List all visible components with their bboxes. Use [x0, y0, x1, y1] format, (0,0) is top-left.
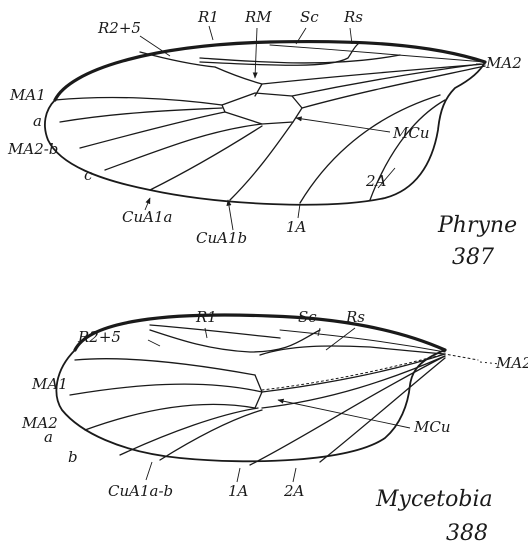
label-r1-2: R1 [195, 308, 217, 326]
vein-ma-upper [60, 108, 222, 122]
wing-diagram-mycetobia: R2+5 R1 Sc Rs MA2 MA1 MA2 a b MCu CuA1a-… [21, 308, 528, 546]
label-sc: Sc [300, 8, 319, 26]
label-ma2b: MA2-b [7, 140, 58, 158]
vein-2a-2 [320, 358, 445, 462]
leader-r1 [209, 26, 213, 40]
leader-sc-2 [318, 328, 320, 336]
label-sc-2: Sc [298, 308, 317, 326]
label-ma1-2: MA1 [31, 375, 68, 393]
leader-cua1b [228, 200, 233, 230]
vein-ma2b [105, 124, 262, 170]
label-rs: Rs [343, 8, 363, 26]
costal-margin [55, 42, 485, 100]
vein-r25 [140, 52, 215, 67]
label-c: c [84, 166, 93, 184]
label-ma1: MA1 [9, 86, 46, 104]
label-cua1a: CuA1a [122, 208, 172, 226]
caption-number-387: 387 [452, 245, 494, 270]
vein-mcu-2 [262, 356, 445, 408]
leader-cua-2 [146, 462, 152, 480]
label-ma2-tip: MA2 [485, 54, 522, 72]
label-b-2: b [68, 448, 78, 466]
caption-genus-phryne: Phryne [437, 213, 517, 238]
label-r25-2: R2+5 [77, 328, 121, 346]
vein-1a-2 [250, 356, 445, 465]
label-cua1b: CuA1b [196, 229, 247, 247]
label-1a: 1A [286, 218, 307, 236]
caption-number-388: 388 [446, 521, 488, 546]
label-rm: RM [244, 8, 272, 26]
label-a-2: a [44, 428, 53, 446]
label-a: a [33, 112, 42, 130]
leader-2a-2 [293, 468, 296, 482]
leader-1a [298, 204, 300, 218]
caption-genus-mycetobia: Mycetobia [375, 487, 493, 512]
label-r25: R2+5 [97, 19, 141, 37]
label-mcu: MCu [392, 124, 430, 142]
costal-margin-2 [75, 315, 445, 350]
leader-r25-2 [148, 340, 160, 346]
vein-ma1-2 [75, 359, 255, 375]
leader-rm [255, 28, 257, 78]
vein-b-2 [120, 408, 258, 455]
leader-1a-2 [237, 468, 240, 482]
leader-r1-2 [205, 328, 207, 338]
vein-r1 [200, 55, 400, 63]
label-ma2-tip-2: MA2 [495, 354, 528, 372]
vein-ma2-2 [70, 384, 262, 395]
vein-ma1 [55, 98, 222, 105]
label-rs-2: Rs [345, 308, 365, 326]
vein-cua-2 [160, 410, 262, 460]
vein-a-2 [85, 404, 255, 430]
label-mcu-2: MCu [413, 418, 451, 436]
label-2a-2: 2A [283, 482, 305, 500]
label-r1: R1 [197, 8, 219, 26]
cell-discal [222, 93, 302, 124]
label-2a: 2A [365, 172, 387, 190]
label-cua1ab-2: CuA1a-b [108, 482, 173, 500]
wing-diagram-phryne: R2+5 R1 RM Sc Rs MA2 MA1 a MA2-b c MCu 2… [7, 8, 522, 270]
vein-cua1b [230, 122, 293, 200]
vein-ma2a [80, 112, 225, 148]
vein-rm [255, 84, 262, 96]
label-1a-2: 1A [228, 482, 249, 500]
